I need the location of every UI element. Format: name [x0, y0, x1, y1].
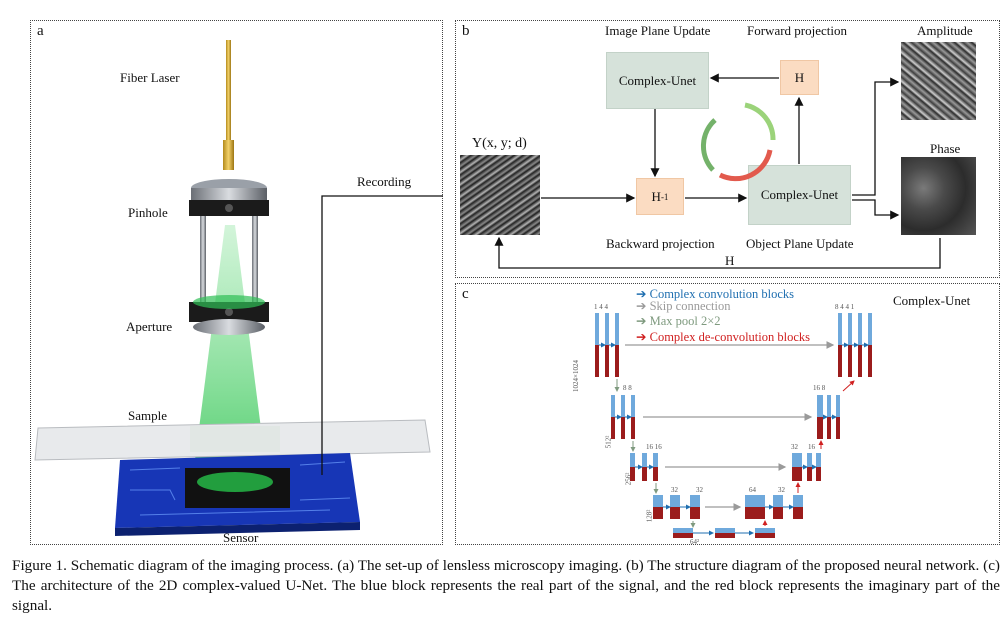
num-l2: 8 8	[623, 384, 632, 392]
num-r4b: 32	[778, 486, 785, 494]
panel-a: a	[30, 20, 443, 545]
num-r3b: 16	[808, 443, 815, 451]
aperture-label: Aperture	[126, 319, 173, 334]
h-forward-box: H	[780, 60, 819, 95]
figure-caption: Figure 1. Schematic diagram of the imagi…	[12, 557, 1000, 614]
num-l4b: 32	[696, 486, 703, 494]
complex-unet-title: Complex-Unet	[893, 293, 971, 308]
image-plane-update-label: Image Plane Update	[605, 23, 711, 38]
microscope-setup-illustration	[34, 40, 443, 536]
unet-architecture	[595, 313, 872, 538]
num-l3: 16 16	[646, 443, 662, 451]
legend-maxpool: ➔ Max pool 2×2	[636, 314, 721, 328]
amplitude-image	[901, 42, 976, 120]
recording-label: Recording	[357, 174, 412, 189]
num-top-right: 8 4 4 1	[835, 303, 855, 311]
dim-64: 64²	[690, 538, 700, 546]
fiber-laser-label: Fiber Laser	[120, 70, 180, 85]
num-l4: 32	[671, 486, 678, 494]
panel-a-label: a	[37, 23, 44, 39]
recorded-hologram-image	[460, 155, 540, 235]
legend-skip: ➔ Skip connection	[636, 299, 731, 313]
panel-b-label: b	[462, 23, 470, 39]
num-top-left: 1 4 4	[594, 303, 608, 311]
complex-unet-object-plane-box: Complex-Unet	[748, 165, 851, 225]
complex-unet-image-plane-box: Complex-Unet	[606, 52, 709, 109]
sensor-label: Sensor	[223, 530, 259, 545]
sample-label: Sample	[128, 408, 167, 423]
phase-label: Phase	[930, 141, 961, 156]
num-r3a: 32	[791, 443, 798, 451]
panel-c: c	[455, 283, 1000, 545]
object-plane-update-label: Object Plane Update	[746, 236, 854, 251]
num-r4a: 64	[749, 486, 756, 494]
forward-projection-label: Forward projection	[747, 23, 848, 38]
h-inverse-box: H-1	[636, 178, 684, 215]
y-label: Y(x, y; d)	[472, 136, 527, 151]
panel-b: b	[455, 20, 1000, 278]
num-r2: 16 8	[813, 384, 826, 392]
legend-deconv: ➔ Complex de-convolution blocks	[636, 330, 811, 344]
panel-c-label: c	[462, 286, 469, 302]
pinhole-label: Pinhole	[128, 205, 168, 220]
phase-image	[901, 157, 976, 235]
panel-b-arrows	[494, 73, 941, 269]
backward-projection-label: Backward projection	[606, 236, 715, 251]
legend-conv: ➔ Complex convolution blocks	[636, 287, 795, 301]
h-feedback-label: H	[725, 253, 735, 268]
amplitude-label: Amplitude	[917, 23, 973, 38]
